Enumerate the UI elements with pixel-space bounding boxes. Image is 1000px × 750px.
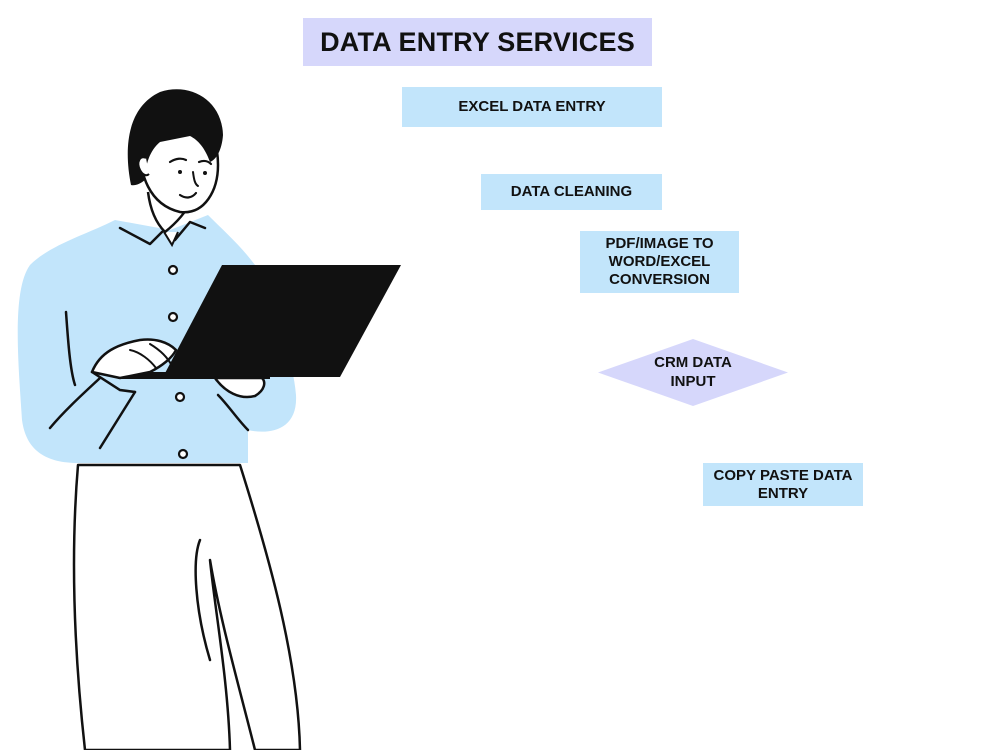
- collar-v: [163, 231, 179, 248]
- service-data-cleaning: DATA CLEANING: [481, 174, 662, 210]
- finger-line: [129, 349, 157, 369]
- hand-left: [90, 338, 178, 380]
- page-title: DATA ENTRY SERVICES: [320, 26, 635, 57]
- hair: [127, 89, 223, 186]
- eye: [178, 170, 182, 174]
- shirt-sleeve-line: [98, 390, 137, 450]
- trousers: [72, 463, 302, 750]
- collar-left: [118, 226, 164, 246]
- cuff-left: [90, 370, 137, 394]
- eye: [203, 171, 207, 175]
- service-crm-label: CRM DATA INPUT: [654, 354, 732, 390]
- shirt-cuff-line: [48, 376, 102, 430]
- service-copy-paste-data-entry: COPY PASTE DATA ENTRY: [703, 463, 863, 506]
- laptop-screen: [163, 265, 401, 377]
- shirt-button: [177, 448, 189, 460]
- service-excel-data-entry: EXCEL DATA ENTRY: [402, 87, 662, 127]
- ear: [137, 156, 150, 177]
- man-with-laptop-illustration: [17, 89, 401, 750]
- shirt-button: [167, 264, 179, 276]
- shirt-right-line: [216, 393, 250, 432]
- finger-line: [149, 343, 173, 367]
- trouser-seam: [194, 538, 212, 662]
- mouth: [178, 191, 198, 199]
- nose: [192, 171, 199, 187]
- eyebrow: [197, 159, 213, 166]
- shirt-button: [167, 311, 179, 323]
- service-crm-data-input: CRM DATA INPUT: [598, 339, 788, 406]
- service-pdf-image-conversion: PDF/IMAGE TO WORD/EXCEL CONVERSION: [580, 231, 739, 293]
- diamond-shape: [598, 339, 788, 406]
- title-banner: DATA ENTRY SERVICES: [303, 18, 652, 66]
- eyebrow: [168, 157, 188, 164]
- collar-right: [173, 220, 207, 242]
- shirt-button: [174, 391, 186, 403]
- shirt-arm-line: [64, 310, 77, 387]
- hand-right: [213, 376, 266, 399]
